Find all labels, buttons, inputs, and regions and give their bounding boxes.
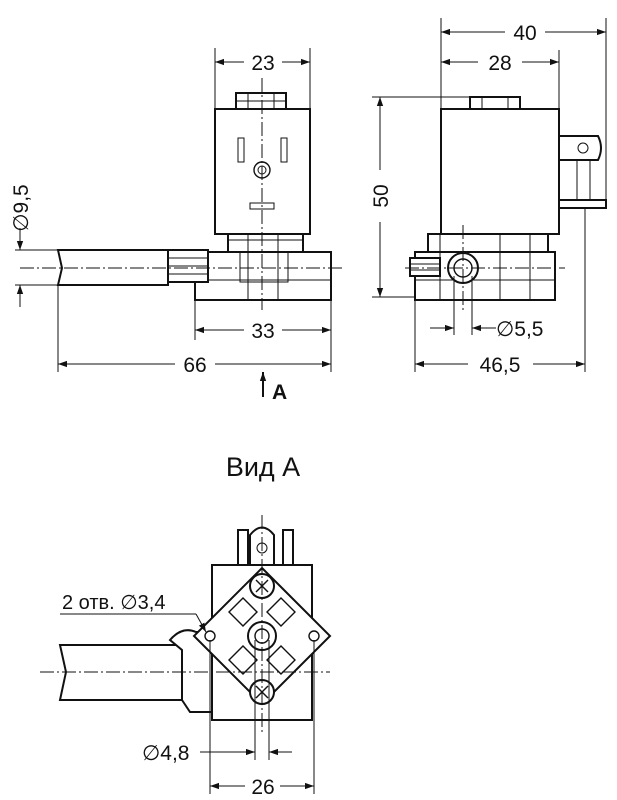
front-view: 23 33 66 ∅9,5 A bbox=[10, 48, 345, 404]
front-pin-left bbox=[237, 137, 245, 163]
side-terminal bbox=[558, 135, 602, 161]
dim-28-label: 28 bbox=[488, 52, 511, 75]
view-a-terminal bbox=[249, 526, 275, 576]
dim-23-label: 23 bbox=[251, 52, 274, 75]
dim-4-8-label: ∅4,8 bbox=[142, 742, 190, 765]
dim-40-label: 40 bbox=[513, 22, 536, 45]
view-a: 2 отв. ∅3,4 ∅4,8 26 bbox=[40, 515, 332, 799]
front-valve-body bbox=[194, 251, 332, 301]
view-arrow-label: A bbox=[272, 381, 287, 404]
holes-note: 2 отв. ∅3,4 bbox=[62, 592, 166, 614]
dim-66-label: 66 bbox=[183, 354, 206, 377]
view-title: Вид А bbox=[226, 452, 300, 482]
dim-33-label: 33 bbox=[251, 320, 274, 343]
side-coil-body bbox=[440, 108, 560, 235]
side-view: 40 28 50 ∅5,5 46,5 bbox=[370, 18, 607, 377]
dim-46-5-label: 46,5 bbox=[480, 354, 521, 377]
dim-50-label: 50 bbox=[370, 184, 393, 207]
front-slot bbox=[249, 202, 275, 210]
dim-26-label: 26 bbox=[251, 776, 274, 799]
dim-5-5-label: ∅5,5 bbox=[496, 318, 544, 341]
dim-9-5-label: ∅9,5 bbox=[10, 184, 33, 232]
front-pin-right bbox=[280, 137, 288, 163]
